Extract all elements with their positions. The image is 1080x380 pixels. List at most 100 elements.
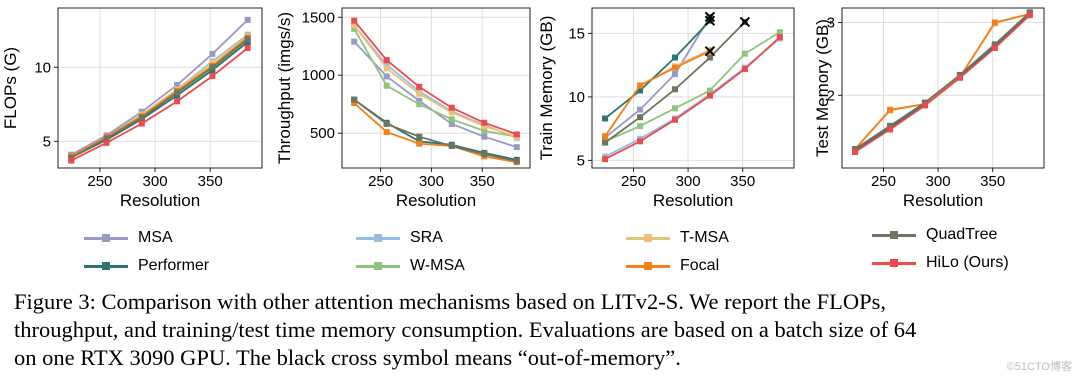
legend-label: QuadTree (926, 226, 998, 243)
legend-marker (890, 231, 898, 239)
oom-cross-icon (704, 15, 716, 26)
x-axis-label: Resolution (120, 191, 200, 210)
data-point-quadtree (209, 64, 216, 71)
oom-cross-stroke (704, 15, 716, 26)
caption-line-1: Figure 3: Comparison with other attentio… (14, 289, 887, 314)
legend-swatch-msa (84, 227, 128, 249)
legend-item-hilo-ours: HiLo (Ours) (872, 252, 1009, 274)
data-point-t-msa (351, 22, 358, 29)
data-point-quadtree (513, 158, 520, 165)
data-point-quadtree (351, 96, 358, 103)
x-axis-label: Resolution (396, 191, 476, 210)
oom-cross-icon (739, 16, 751, 28)
data-point-quadtree (448, 142, 455, 149)
data-point-quadtree (383, 120, 390, 127)
data-point-msa (209, 50, 216, 57)
series-line-quadtree (353, 98, 517, 162)
series-line-sra (353, 24, 518, 139)
series-line-focal (604, 50, 711, 137)
data-point-hilo-ours (244, 45, 251, 51)
oom-cross-stroke (704, 45, 716, 57)
data-point-hilo-ours (68, 157, 75, 164)
data-point-msa (448, 120, 455, 127)
legend-swatch-t-msa (626, 227, 670, 249)
data-point-w-msa (416, 101, 423, 108)
y-tick-label: 3 (827, 15, 835, 32)
data-point-hilo-ours (416, 83, 423, 90)
data-point-quadtree (103, 135, 110, 142)
data-point-hilo-ours (209, 73, 216, 80)
series-line-performer (70, 41, 249, 159)
series-line-w-msa (353, 28, 517, 138)
data-point-hilo-ours (103, 139, 110, 146)
legend-item-quadtree: QuadTree (872, 224, 997, 246)
series-line-msa (70, 19, 249, 156)
y-tick-label: 15 (568, 25, 585, 42)
data-point-msa (174, 82, 181, 89)
y-axis-label: Test Memory (GB) (813, 19, 832, 157)
figure-caption: Figure 3: Comparison with other attentio… (14, 288, 1070, 372)
data-point-msa (244, 16, 251, 23)
series-line-focal (353, 102, 517, 164)
data-point-w-msa (706, 87, 713, 94)
data-point-w-msa (741, 50, 748, 57)
data-point-focal (351, 100, 358, 107)
data-point-performer (637, 87, 644, 94)
x-axis-label: Resolution (903, 191, 983, 210)
series-line-quadtree (604, 21, 746, 144)
y-axis-label: FLOPs (G) (1, 47, 20, 129)
legend-item-w-msa: W-MSA (356, 255, 465, 277)
data-point-quadtree (481, 151, 488, 158)
legend-marker (890, 259, 898, 267)
series-line-focal (854, 12, 1031, 150)
series-line-performer (854, 12, 1031, 151)
x-tick-label: 350 (980, 173, 1005, 190)
y-tick-label: 1000 (302, 67, 335, 84)
data-point-w-msa (481, 127, 488, 134)
y-axis-label: Train Memory (GB) (537, 16, 556, 161)
legend-label: W-MSA (410, 257, 465, 274)
x-axis-label: Resolution (653, 191, 733, 210)
legend-label: T-MSA (680, 229, 729, 246)
data-point-w-msa (351, 25, 358, 32)
x-tick-label: 350 (730, 173, 755, 190)
legend-swatch-quadtree (872, 224, 916, 246)
oom-cross-stroke (739, 16, 751, 28)
data-point-w-msa (637, 123, 644, 130)
data-point-msa (416, 97, 423, 104)
data-point-msa (383, 73, 390, 80)
data-point-w-msa (776, 29, 783, 36)
legend-marker (374, 234, 382, 242)
data-point-hilo-ours (776, 34, 783, 41)
series-line-quadtree (854, 11, 1031, 150)
legend-marker (102, 234, 110, 242)
legend-item-t-msa: T-MSA (626, 227, 729, 249)
series-line-hilo-ours (604, 36, 781, 160)
legend-swatch-sra (356, 227, 400, 249)
data-point-focal (383, 129, 390, 136)
x-tick-label: 250 (368, 173, 393, 190)
legend-label: SRA (410, 229, 443, 246)
legend-swatch-hilo-ours (872, 252, 916, 274)
legend-marker (644, 234, 652, 242)
x-tick-label: 250 (87, 173, 112, 190)
data-point-quadtree (416, 133, 423, 140)
data-point-msa (481, 133, 488, 140)
data-point-hilo-ours (637, 138, 644, 145)
legend-item-sra: SRA (356, 227, 443, 249)
series-line-t-msa (353, 24, 518, 138)
data-point-quadtree (602, 139, 609, 146)
y-tick-label: 2 (827, 87, 835, 104)
y-tick-label: 1500 (302, 9, 335, 26)
x-tick-label: 300 (676, 173, 701, 190)
data-point-hilo-ours (921, 102, 928, 109)
series-line-performer (604, 20, 711, 120)
x-tick-label: 300 (419, 173, 444, 190)
data-point-focal (602, 133, 609, 140)
series-line-w-msa (854, 12, 1031, 151)
series-line-msa (854, 12, 1031, 151)
